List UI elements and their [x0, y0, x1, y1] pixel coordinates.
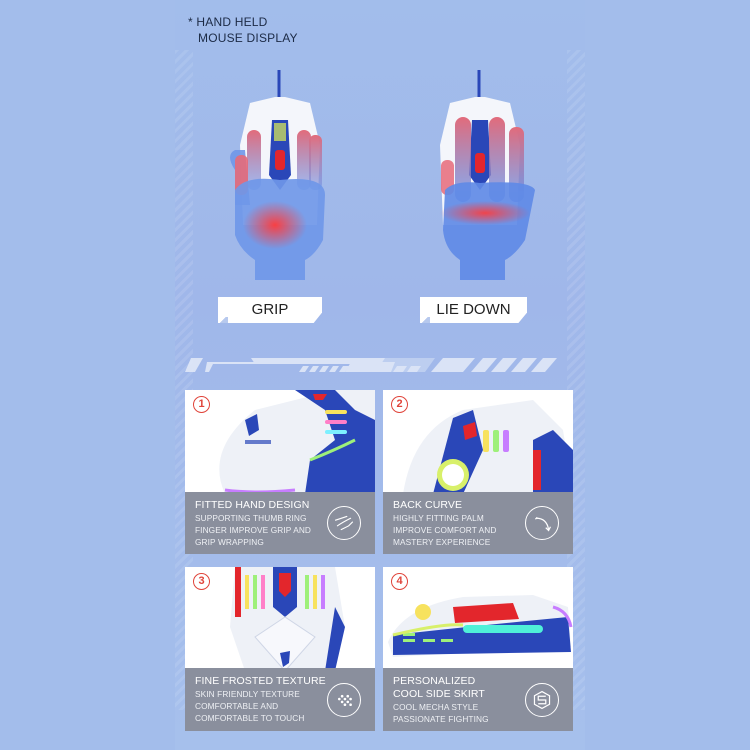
decorative-divider-bar	[185, 352, 575, 378]
feature-title: FITTED HAND DESIGN	[195, 499, 310, 511]
hand-held-display-note: * HAND HELD MOUSE DISPLAY	[188, 14, 298, 46]
feature-desc-line: COOL MECHA STYLE	[393, 702, 479, 712]
note-line-2: MOUSE DISPLAY	[198, 31, 298, 45]
feature-number-badge: 3	[193, 573, 210, 590]
feature-caption: PERSONALIZED COOL SIDE SKIRT COOL MECHA …	[383, 668, 573, 731]
grip-label-text: GRIP	[251, 301, 289, 318]
grip-hand-mouse-image	[205, 55, 355, 280]
side-skirt-icon	[525, 682, 559, 717]
lie-down-label: LIE DOWN	[420, 297, 527, 323]
feature-card-back-curve: 2 BACK CURVE HIGHLY FITTING PALM IMPROVE…	[383, 390, 573, 554]
note-line-1: * HAND HELD	[188, 15, 268, 29]
feature-number-badge: 2	[391, 396, 408, 413]
feature-title-line-2: COOL SIDE SKIRT	[393, 688, 485, 700]
feature-desc-line: IMPROVE COMFORT AND	[393, 525, 497, 535]
feature-desc-line: MASTERY EXPERIENCE	[393, 537, 491, 547]
feature-title-line-1: PERSONALIZED	[393, 675, 476, 687]
feature-card-fitted-hand-design: 1 FITTED HAND DESIGN SUPPORTING THUMB RI…	[185, 390, 375, 554]
feature-card-fine-frosted-texture: 3 FINE FROSTED TEXTURE SKIN FRIENDLY TEX…	[185, 567, 375, 731]
feature-desc-line: SKIN FRIENDLY TEXTURE	[195, 689, 300, 699]
feature-desc-line: COMFORTABLE AND	[195, 701, 279, 711]
feature-caption: BACK CURVE HIGHLY FITTING PALM IMPROVE C…	[383, 492, 573, 554]
mouse-top-closeup-image	[185, 390, 375, 494]
texture-dots-icon	[327, 682, 361, 717]
feature-desc-line: GRIP WRAPPING	[195, 537, 264, 547]
feature-desc-line: COMFORTABLE TO TOUCH	[195, 713, 305, 723]
feature-desc-line: SUPPORTING THUMB RING	[195, 513, 307, 523]
feature-number-badge: 1	[193, 396, 210, 413]
feature-desc-line: PASSIONATE FIGHTING	[393, 714, 489, 724]
curve-arrow-icon	[525, 506, 559, 540]
feature-number-badge: 4	[391, 573, 408, 590]
feature-caption: FITTED HAND DESIGN SUPPORTING THUMB RING…	[185, 492, 375, 554]
hand-grip-icon	[327, 506, 361, 540]
feature-desc-line: FINGER IMPROVE GRIP AND	[195, 525, 312, 535]
mouse-side-closeup-image	[383, 567, 573, 671]
feature-desc-line: HIGHLY FITTING PALM	[393, 513, 484, 523]
grip-label: GRIP	[218, 297, 322, 323]
feature-card-cool-side-skirt: 4 PERSONALIZED COOL SIDE SKIRT COOL MECH…	[383, 567, 573, 731]
feature-title: BACK CURVE	[393, 499, 463, 511]
mouse-back-closeup-image	[383, 390, 573, 494]
feature-caption: FINE FROSTED TEXTURE SKIN FRIENDLY TEXTU…	[185, 668, 375, 731]
lie-down-label-text: LIE DOWN	[436, 301, 511, 318]
mouse-front-closeup-image	[185, 567, 375, 672]
feature-title: FINE FROSTED TEXTURE	[195, 675, 326, 687]
lie-down-hand-mouse-image	[405, 55, 555, 280]
